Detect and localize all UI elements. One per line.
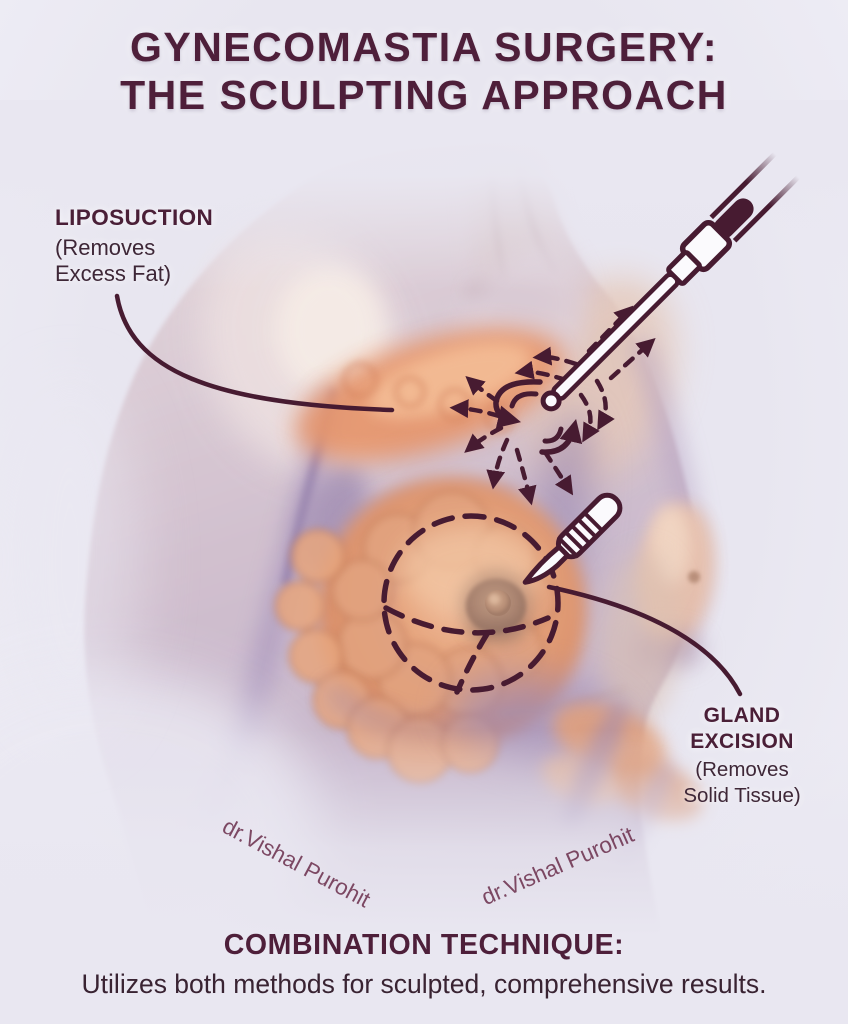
footer-caption: COMBINATION TECHNIQUE: Utilizes both met… <box>0 929 848 1000</box>
areola <box>460 570 532 642</box>
liposuction-detail-line-1: (Removes <box>55 235 156 260</box>
nipple <box>485 590 511 616</box>
excision-dashed-curve-diagonal <box>454 631 490 695</box>
liposuction-cannula-icon <box>540 151 801 412</box>
gland-excision-label: GLAND EXCISION (Removes Solid Tissue) <box>630 703 848 809</box>
liposuction-detail-line-2: Excess Fat) <box>55 261 172 286</box>
side-breast-profile <box>499 503 715 730</box>
page-title: GYNECOMASTIA SURGERY: THE SCULPTING APPR… <box>0 24 848 120</box>
title-line-1: GYNECOMASTIA SURGERY: <box>129 24 719 70</box>
liposuction-heading: LIPOSUCTION <box>55 205 214 230</box>
title-line-2: THE SCULPTING APPROACH <box>120 71 728 118</box>
gland-excision-detail-line-2: Solid Tissue) <box>683 784 801 807</box>
gland-excision-leader-line <box>546 584 743 697</box>
excision-boundary-dashed-circle <box>381 513 561 693</box>
gland-excision-heading-line-1: GLAND <box>703 704 781 727</box>
footer-heading: COMBINATION TECHNIQUE: <box>223 929 625 961</box>
gland-excision-detail-line-1: (Removes <box>695 758 789 781</box>
footer-description: Utilizes both methods for sculpted, comp… <box>81 969 767 999</box>
liposuction-leader-line <box>114 293 395 413</box>
scalpel-icon <box>522 492 623 585</box>
liposuction-label: LIPOSUCTION (Removes Excess Fat) <box>55 205 213 287</box>
cannula-motion-swooshes <box>493 379 583 455</box>
gland-excision-heading-line-2: EXCISION <box>690 730 794 753</box>
